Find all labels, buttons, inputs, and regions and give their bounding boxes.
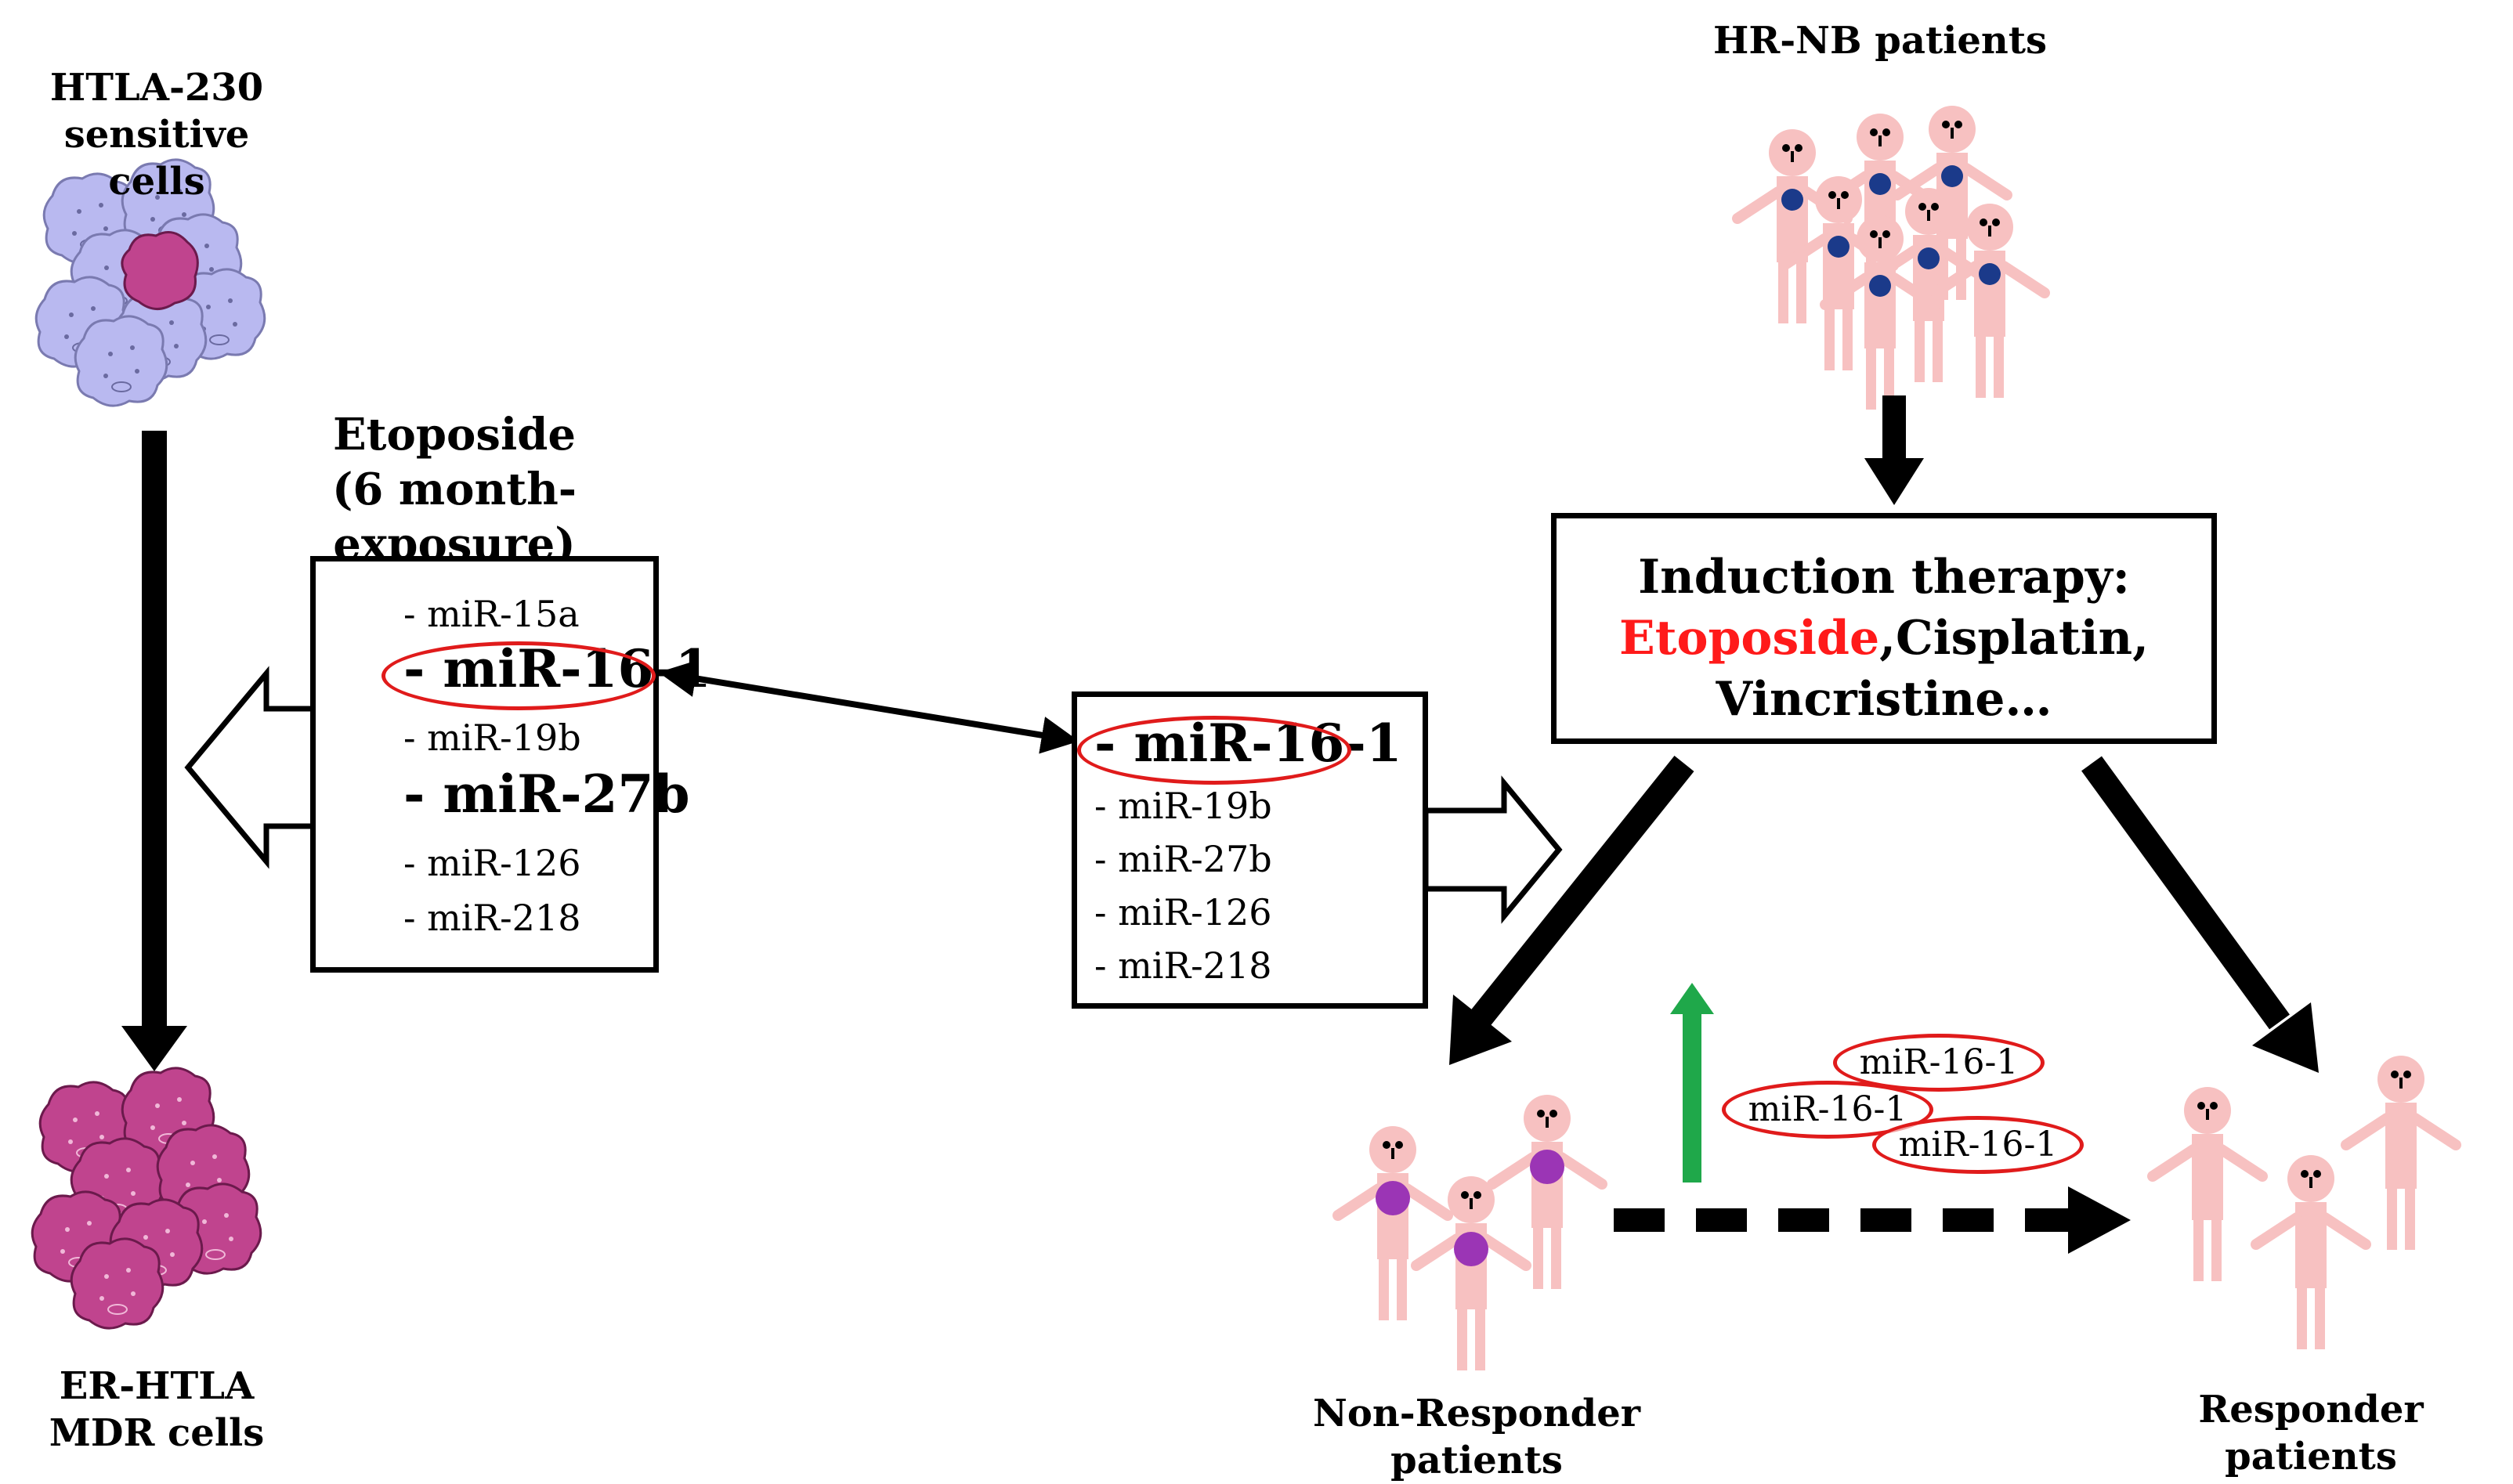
nonresponder-label: Non-Responder patients [1312, 1392, 1641, 1482]
middle-highlight-oval [1077, 716, 1351, 785]
treatment-drug: Etoposide [333, 409, 576, 460]
mir-oval: miR-16-1 [1833, 1034, 2045, 1092]
therapy-to-responder-arrow [2081, 756, 2290, 1030]
left-mir-item: - miR-218 [403, 897, 581, 939]
resistant-cell-cluster [31, 1067, 262, 1330]
green-up-arrowhead [1670, 983, 1714, 1014]
hollow-arrow-right [1423, 775, 1563, 924]
left-mir-item: - miR-27b [403, 764, 690, 825]
hrnb-patients-group [1737, 106, 2045, 410]
double-arrow-link [658, 659, 1079, 754]
patients-to-therapy-arrowhead [1864, 458, 1924, 505]
left-mir-item: - miR-126 [403, 842, 581, 884]
dashed-conversion-arrowhead [2068, 1186, 2131, 1254]
resistant-cells-label: ER-HTLA MDR cells [24, 1363, 290, 1457]
treatment-duration: (6 month-exposure) [331, 464, 577, 570]
therapy-to-responder-arrowhead [2252, 1002, 2319, 1073]
therapy-drug-highlight: Etoposide [1619, 611, 1880, 666]
induction-therapy-box: Induction therapy: Etoposide,Cisplatin, … [1551, 513, 2217, 744]
sensitive-cells-line2: sensitive cells [63, 113, 250, 204]
middle-mir-item: - miR-218 [1094, 944, 1272, 987]
therapy-line3: Vincristine… [1716, 672, 2052, 727]
left-mir-item: - miR-15a [403, 593, 580, 635]
resistant-cells-line2: MDR cells [49, 1411, 265, 1455]
nonresponder-patients-group [1338, 1095, 1602, 1370]
therapy-to-nonresponder-arrow [1470, 756, 1694, 1026]
treatment-label: Etoposide (6 month-exposure) [235, 407, 674, 572]
cell-transition-arrowhead [121, 1026, 187, 1071]
mir-oval: miR-16-1 [1872, 1116, 2084, 1174]
left-mirna-box: - miR-15a - miR-16-1 - miR-19b - miR-27b… [310, 556, 711, 973]
left-mir-item: - miR-19b [403, 717, 581, 759]
therapy-drugs-line: Etoposide,Cisplatin, [1557, 611, 2211, 666]
responder-patients-group [2153, 1056, 2456, 1349]
middle-mir-item: - miR-126 [1094, 891, 1272, 933]
therapy-to-nonresponder-arrowhead [1449, 995, 1512, 1065]
responder-label: Responder patients [2198, 1388, 2424, 1479]
resistant-cells-line1: ER-HTLA [59, 1364, 255, 1408]
therapy-title: Induction therapy: [1638, 550, 2130, 605]
therapy-drugs-rest: ,Cisplatin, [1879, 611, 2149, 666]
left-highlight-oval [381, 641, 656, 710]
hollow-arrow-left [184, 666, 316, 869]
sensitive-cells-line1: HTLA-230 [49, 66, 264, 110]
middle-mir-item: - miR-19b [1094, 785, 1272, 827]
sensitive-cell-cluster [34, 158, 266, 407]
middle-mirna-box: - miR-16-1 - miR-19b - miR-27b - miR-126… [1072, 691, 1428, 1009]
sensitive-cells-label: HTLA-230 sensitive cells [31, 64, 282, 205]
middle-mir-item: - miR-27b [1094, 838, 1272, 880]
hrnb-patients-label: HR-NB patients [1712, 19, 2048, 63]
